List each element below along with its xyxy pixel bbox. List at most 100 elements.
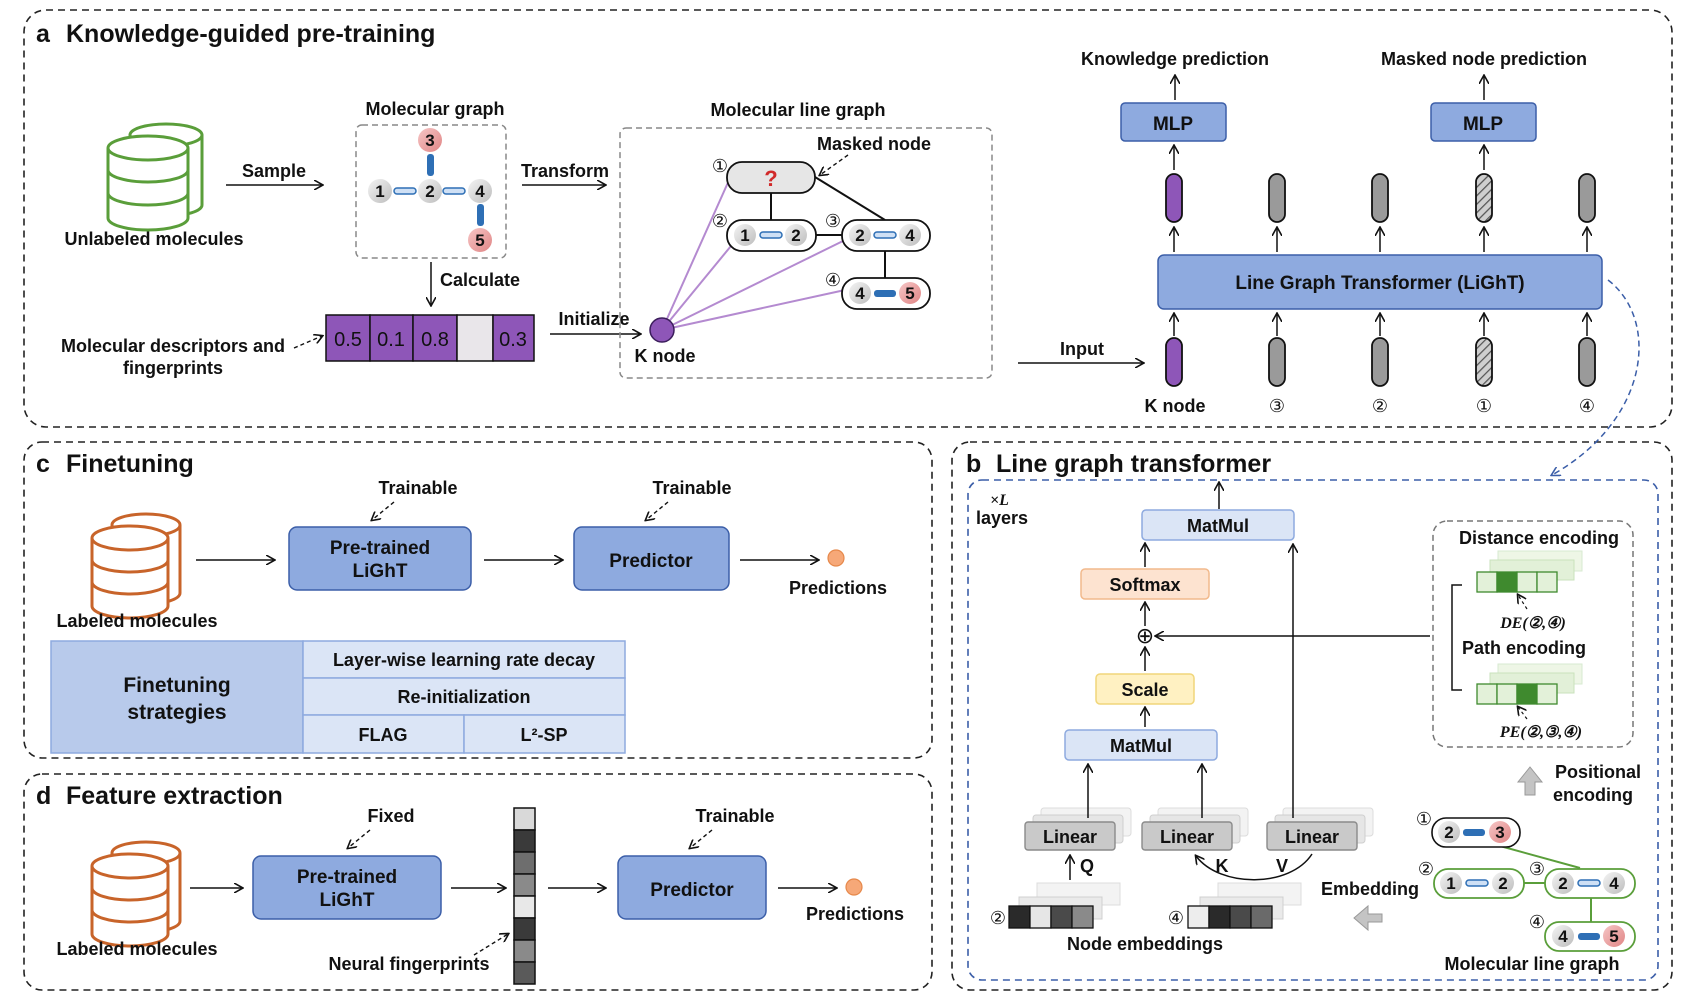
light-transformer-label: Line Graph Transformer (LiGhT) (1235, 273, 1524, 294)
pe-pointer (1518, 707, 1528, 720)
predictions-c: Predictions (789, 578, 887, 598)
input-token-3 (1268, 337, 1286, 387)
small-node-12-b: 2 (1498, 874, 1507, 893)
q-label: Q (1080, 856, 1094, 876)
descriptors-label-line2: fingerprints (123, 358, 223, 378)
database-icon (90, 840, 182, 948)
linear-v-label: Linear (1285, 827, 1339, 847)
output-token-k (1165, 173, 1183, 223)
small-node-23 (1431, 817, 1521, 848)
descriptors-pointer (293, 336, 322, 349)
line-node-24-b: 4 (905, 226, 915, 245)
database-icon (106, 122, 204, 232)
de-formula: DE(②,④) (1499, 615, 1566, 632)
circled-4-a: ④ (825, 270, 841, 290)
small-node-45 (1544, 921, 1636, 952)
kv-in-arc (1196, 853, 1313, 881)
node-embedding-4 (1187, 882, 1302, 929)
output-token-1 (1475, 173, 1493, 223)
node-embedding-2 (1008, 882, 1121, 929)
neural-fingerprints-label: Neural fingerprints (328, 954, 489, 974)
scale-label: Scale (1121, 680, 1168, 700)
linear-q-stack (1024, 807, 1132, 851)
input-token-4 (1578, 337, 1596, 387)
labeled-molecules-c: Labeled molecules (56, 611, 217, 631)
strategies-table (50, 640, 626, 754)
masked-node-prediction-label: Masked node prediction (1381, 49, 1587, 69)
line-node-45-b: 5 (905, 284, 914, 303)
v-label: V (1276, 856, 1288, 876)
embedding-index-2: ② (990, 908, 1006, 928)
predictor-d-label: Predictor (650, 880, 734, 901)
masked-node (726, 161, 816, 194)
mlp-box-masked (1430, 102, 1537, 142)
input-token-k (1165, 337, 1183, 387)
matmul-top-box (1141, 509, 1295, 541)
molecular-graph-title: Molecular graph (365, 99, 504, 119)
neural-fingerprint-vector (513, 807, 536, 985)
sample-label: Sample (242, 161, 306, 181)
pretrained-light-d (252, 855, 442, 920)
transform-label: Transform (521, 161, 609, 181)
pretrained-light-d-line1: Pre-trained (297, 867, 397, 888)
descriptor-value-5: 0.3 (499, 329, 527, 351)
small-node-23-a: 2 (1444, 823, 1453, 842)
linear-v-stack (1266, 807, 1374, 851)
gray-up-arrow-icon (1516, 766, 1544, 796)
predictor-c (573, 526, 730, 591)
database-icon (90, 512, 182, 620)
trainable-d-pointer (690, 829, 713, 848)
panel-a-letter: a (36, 20, 51, 48)
linear-k-label: Linear (1160, 827, 1214, 847)
molecular-graph-frame (355, 124, 507, 259)
circled-1-a: ① (712, 156, 728, 176)
small-node-24-b: 4 (1609, 874, 1619, 893)
line-graph-frame (619, 127, 993, 379)
small-node-12-a: 1 (1446, 874, 1455, 893)
knowledge-prediction-label: Knowledge prediction (1081, 49, 1269, 69)
k-label: K (1216, 856, 1229, 876)
small-node-23-b: 3 (1495, 823, 1504, 842)
molecular-line-graph-label: Molecular line graph (1444, 954, 1619, 974)
line-node-45 (841, 277, 931, 310)
panel-d-letter: d (36, 782, 51, 810)
line-node-24-a: 2 (855, 226, 864, 245)
fixed-pointer (348, 829, 371, 848)
circled-3-a: ③ (825, 211, 841, 231)
panel-b-inner-frame (967, 479, 1659, 981)
panel-b-letter: b (966, 450, 981, 478)
initialize-label: Initialize (558, 309, 629, 329)
positional-label-line2: encoding (1553, 785, 1633, 805)
prediction-dot-d (845, 878, 863, 896)
matmul-bottom-label: MatMul (1110, 736, 1172, 756)
panel-c-frame (23, 441, 933, 759)
mlp-label-masked: MLP (1463, 114, 1503, 135)
small-node-45-b: 5 (1609, 927, 1618, 946)
line-node-12-b: 2 (791, 226, 800, 245)
panel-c-title: Finetuning (66, 450, 194, 478)
masked-node-pointer (820, 154, 849, 175)
masked-node-question: ? (764, 166, 777, 191)
token-label-2: ② (1372, 396, 1388, 416)
token-label-k: K node (1145, 396, 1206, 416)
output-token-3 (1268, 173, 1286, 223)
pe-formula: PE(②,③,④) (1499, 724, 1582, 741)
trainable-c-1: Trainable (378, 478, 457, 498)
predictor-c-label: Predictor (609, 551, 693, 572)
k-node-edges (661, 177, 846, 331)
panel-a-frame (23, 9, 1673, 428)
input-token-2 (1371, 337, 1389, 387)
small-line-graph-edges (1499, 845, 1592, 922)
positional-label-line1: Positional (1555, 762, 1641, 782)
panel-d-title: Feature extraction (66, 782, 283, 810)
transformer-in-arrows (1174, 314, 1587, 336)
atom-4: 4 (475, 182, 485, 201)
unlabeled-molecules-label: Unlabeled molecules (64, 229, 243, 249)
strategy-l2sp: L²-SP (521, 725, 568, 745)
distance-encoding-vector (1476, 550, 1583, 593)
neural-fingerprints-pointer (473, 934, 508, 956)
de-pointer (1518, 595, 1528, 610)
atom-1: 1 (375, 182, 384, 201)
